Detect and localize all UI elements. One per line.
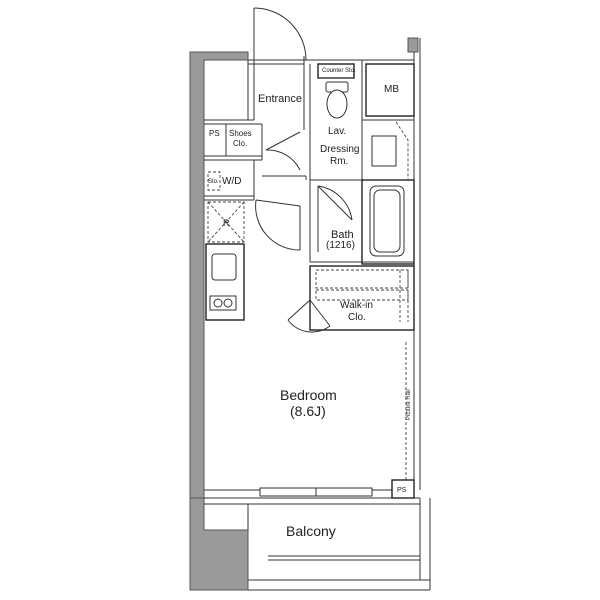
- label-dressing-room-2: Rm.: [330, 156, 348, 167]
- walk-in-closet: [309, 265, 415, 331]
- wash-basin: [371, 135, 397, 167]
- ps-box-bottom: [391, 479, 415, 499]
- right-top-stub: [407, 37, 419, 53]
- label-balcony: Balcony: [286, 523, 336, 539]
- label-bedroom: Bedroom: [280, 387, 337, 403]
- label-storage-small: Sto.: [208, 179, 219, 185]
- label-counter-storage: Counter Sto.: [322, 68, 356, 74]
- label-bath: Bath: [331, 229, 354, 241]
- label-ps-top: PS: [209, 129, 220, 138]
- kitchen-sink: [211, 253, 237, 281]
- label-picture-rail: Picture Rail: [406, 389, 412, 420]
- label-dressing-room: Dressing: [320, 144, 359, 155]
- label-lavatory: Lav.: [328, 126, 346, 137]
- label-ps-bottom: PS: [397, 487, 407, 494]
- balcony-left-wall: [189, 497, 249, 591]
- toilet-bowl: [326, 89, 348, 119]
- label-refrigerator: R: [223, 218, 230, 228]
- label-walk-in-closet: Walk-in: [340, 300, 373, 311]
- label-walk-in-closet-2: Clo.: [348, 312, 366, 323]
- meter-box-room: [365, 63, 415, 117]
- label-shoes-closet-2: Clo.: [233, 139, 247, 148]
- label-bedroom-size: (8.6J): [290, 403, 326, 419]
- label-shoes-closet: Shoes: [229, 129, 252, 138]
- label-bath-size: (1216): [326, 240, 355, 251]
- label-entrance: Entrance: [258, 93, 302, 105]
- refrigerator: [207, 201, 245, 243]
- label-mb: MB: [384, 84, 399, 95]
- label-washer-dryer: W/D: [222, 176, 241, 187]
